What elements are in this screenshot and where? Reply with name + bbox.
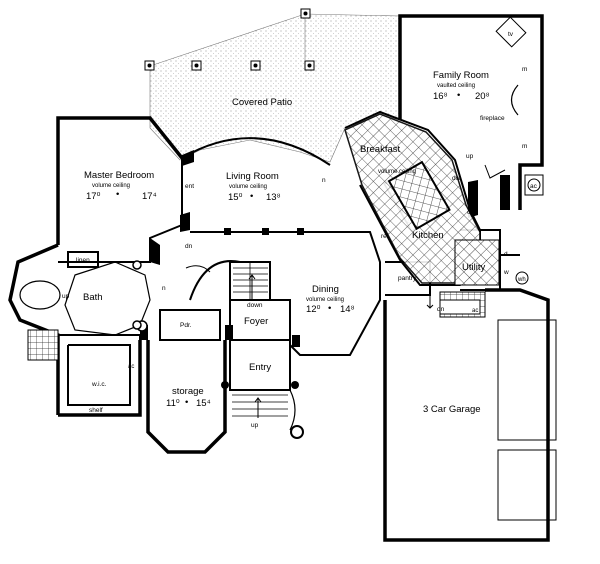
entry-curved-step bbox=[289, 389, 296, 431]
structural-fills bbox=[140, 150, 510, 347]
dining-label: Dining bbox=[312, 284, 339, 295]
kitchen-island bbox=[387, 160, 451, 231]
bath-tile-floor bbox=[27, 329, 59, 361]
living-room-note: volume ceiling bbox=[229, 184, 267, 190]
living-room-dim-dot: • bbox=[250, 191, 253, 202]
bath-tub bbox=[19, 280, 61, 310]
bath-label: Bath bbox=[83, 292, 103, 303]
utility-label: Utility bbox=[462, 262, 485, 273]
n-label-bedroom: n bbox=[162, 285, 166, 292]
entry-label: Entry bbox=[249, 362, 271, 373]
ent-label: ent bbox=[185, 183, 194, 190]
garage-ac-box bbox=[439, 299, 481, 315]
dn-label-living: dn bbox=[185, 243, 193, 250]
dining-dim-a: 12⁰ bbox=[306, 304, 321, 315]
foyer-label: Foyer bbox=[244, 316, 268, 327]
master-bedroom-dim-dot: • bbox=[116, 189, 119, 200]
breakfast-label: Breakfast bbox=[360, 144, 400, 155]
dining-note: volume ceiling bbox=[306, 297, 344, 303]
dn-label-garage: dn bbox=[437, 306, 445, 313]
family-room-dim-dot: • bbox=[457, 90, 460, 101]
wh-label: wh bbox=[517, 277, 526, 283]
covered-patio-label: Covered Patio bbox=[232, 97, 292, 108]
family-room-dim-b: 20⁸ bbox=[475, 91, 490, 102]
living-room-label: Living Room bbox=[226, 171, 279, 182]
living-room-dim-b: 13⁸ bbox=[266, 192, 281, 203]
patio-posts bbox=[144, 8, 315, 71]
dryer-label: d bbox=[504, 251, 508, 258]
oven-label: o bbox=[467, 209, 471, 216]
ac-label-garage: ac bbox=[472, 308, 478, 314]
master-bedroom-dim-b: 17⁴ bbox=[142, 191, 157, 202]
n-label-living: n bbox=[322, 177, 326, 184]
storage-dim-dot: • bbox=[185, 397, 188, 408]
dining-dim-dot: • bbox=[328, 303, 331, 314]
tv-label: tv bbox=[508, 31, 514, 38]
up-label-entry: up bbox=[251, 422, 259, 429]
master-bedroom-dim-a: 17⁰ bbox=[86, 191, 101, 202]
linen-label: linen bbox=[76, 257, 90, 264]
down-label-stair: down bbox=[247, 302, 263, 309]
garage-label: 3 Car Garage bbox=[423, 404, 481, 415]
family-room-label: Family Room bbox=[433, 70, 489, 81]
family-room-note: vaulted ceiling bbox=[437, 83, 475, 89]
m-label-1: m bbox=[522, 66, 527, 73]
kitchen-note: volume ceiling bbox=[378, 169, 416, 175]
storage-dim-b: 15⁴ bbox=[196, 398, 211, 409]
family-room-dim-a: 16⁸ bbox=[433, 91, 448, 102]
dw-label: dw bbox=[452, 175, 461, 182]
tv-cabinet bbox=[495, 16, 527, 48]
master-bedroom-note: volume ceiling bbox=[92, 183, 130, 189]
entry-steps bbox=[232, 394, 288, 417]
water-heater-circle bbox=[515, 271, 529, 285]
ac-label-wic: ac bbox=[128, 364, 134, 370]
m-label-2: m bbox=[522, 143, 527, 150]
fireplace-hearth bbox=[510, 84, 519, 116]
master-bedroom-label: Master Bedroom bbox=[84, 170, 154, 181]
ac-label-family: ac bbox=[530, 183, 538, 190]
kitchen-label: Kitchen bbox=[412, 230, 444, 241]
main-stair bbox=[233, 262, 268, 300]
dining-dim-b: 14⁸ bbox=[340, 304, 355, 315]
washer-label: w bbox=[503, 269, 509, 276]
up-label-bath: up bbox=[62, 293, 70, 300]
pantry-label: pantry bbox=[398, 275, 417, 282]
storage-label: storage bbox=[172, 386, 204, 397]
ref-label: ref bbox=[381, 233, 389, 240]
ac-unit-circle bbox=[527, 178, 541, 192]
utility-tile-floor bbox=[454, 239, 500, 286]
wic-label: w.i.c. bbox=[91, 381, 107, 388]
pdr-label: Pdr. bbox=[180, 322, 192, 329]
fireplace-label: fireplace bbox=[480, 115, 505, 122]
living-room-dim-a: 15⁰ bbox=[228, 192, 243, 203]
up-label-kitchen: up bbox=[466, 153, 474, 160]
interior-columns bbox=[132, 228, 304, 439]
shelf-label: shelf bbox=[89, 407, 103, 414]
storage-dim-a: 11⁰ bbox=[166, 398, 180, 409]
stair-arrows bbox=[185, 164, 506, 418]
